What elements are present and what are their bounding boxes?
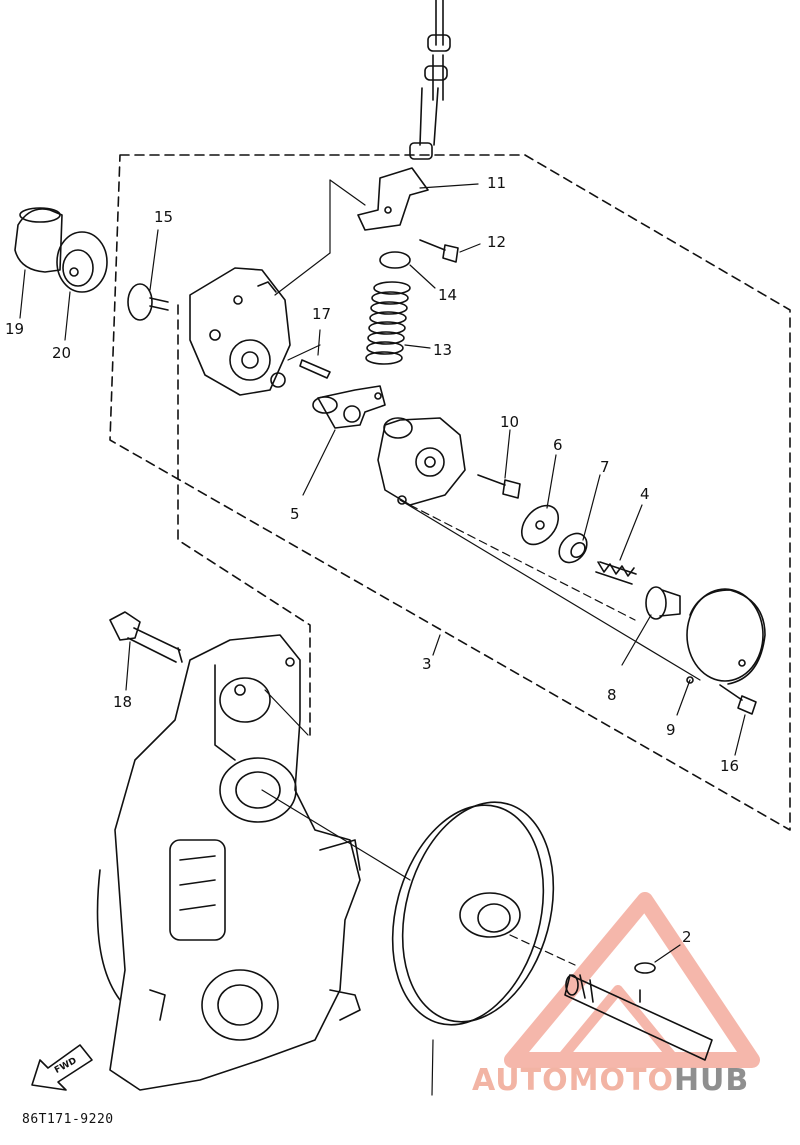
spring-part-13	[365, 281, 411, 365]
shaft-part-2	[564, 962, 713, 1061]
callout-16: 16	[720, 757, 740, 775]
pulley-sheave	[391, 801, 555, 1026]
watermark-part-hub: HUB	[673, 1063, 750, 1098]
callout-15: 15	[154, 208, 174, 226]
bolt-part-16	[719, 684, 757, 715]
watermark-part-auto: AUTO	[472, 1063, 569, 1098]
governor-housing	[189, 267, 291, 396]
watermark-text: AUTOMOTOHUB	[472, 1063, 749, 1098]
spring-part-4	[595, 561, 637, 585]
callout-18: 18	[113, 693, 133, 711]
washer-part-6	[520, 504, 560, 546]
callout-5: 5	[290, 505, 300, 523]
bolt-part-18	[109, 611, 183, 663]
callout-11: 11	[487, 174, 507, 192]
callout-14: 14	[438, 286, 458, 304]
callout-12: 12	[487, 233, 507, 251]
callout-17: 17	[312, 305, 332, 323]
bracket-part-11	[357, 167, 429, 231]
crankcase-housing	[96, 634, 361, 1091]
governor-base	[377, 417, 466, 506]
shaft-part-15	[127, 283, 169, 321]
callout-7: 7	[600, 458, 610, 476]
callout-13: 13	[433, 341, 453, 359]
lever-part-5	[312, 385, 386, 429]
fwd-arrow-icon	[31, 1044, 93, 1091]
pin-part-17	[299, 359, 331, 379]
cover-part-9	[686, 588, 766, 685]
spring-seat-part-14	[379, 251, 411, 269]
callout-10: 10	[500, 413, 520, 431]
callout-6: 6	[553, 436, 563, 454]
callout-8: 8	[607, 686, 617, 704]
cap-part-19	[14, 207, 63, 273]
watermark-logo-icon	[504, 892, 760, 1068]
cap-part-20	[56, 231, 108, 293]
watermark-part-moto: MOTO	[568, 1063, 674, 1098]
callout-9: 9	[666, 721, 676, 739]
throttle-cable	[409, 0, 451, 160]
bolt-part-10	[477, 474, 521, 499]
callout-4: 4	[640, 485, 650, 503]
clip-part-7	[558, 532, 588, 564]
bolt-part-12	[419, 239, 459, 263]
callout-2: 2	[682, 928, 692, 946]
assembly-outline	[109, 154, 791, 831]
callout-3: 3	[422, 655, 432, 673]
callout-19: 19	[5, 320, 25, 338]
spool-part-8	[645, 586, 681, 620]
callout-20: 20	[52, 344, 72, 362]
part-code: 86T171-9220	[22, 1112, 114, 1127]
